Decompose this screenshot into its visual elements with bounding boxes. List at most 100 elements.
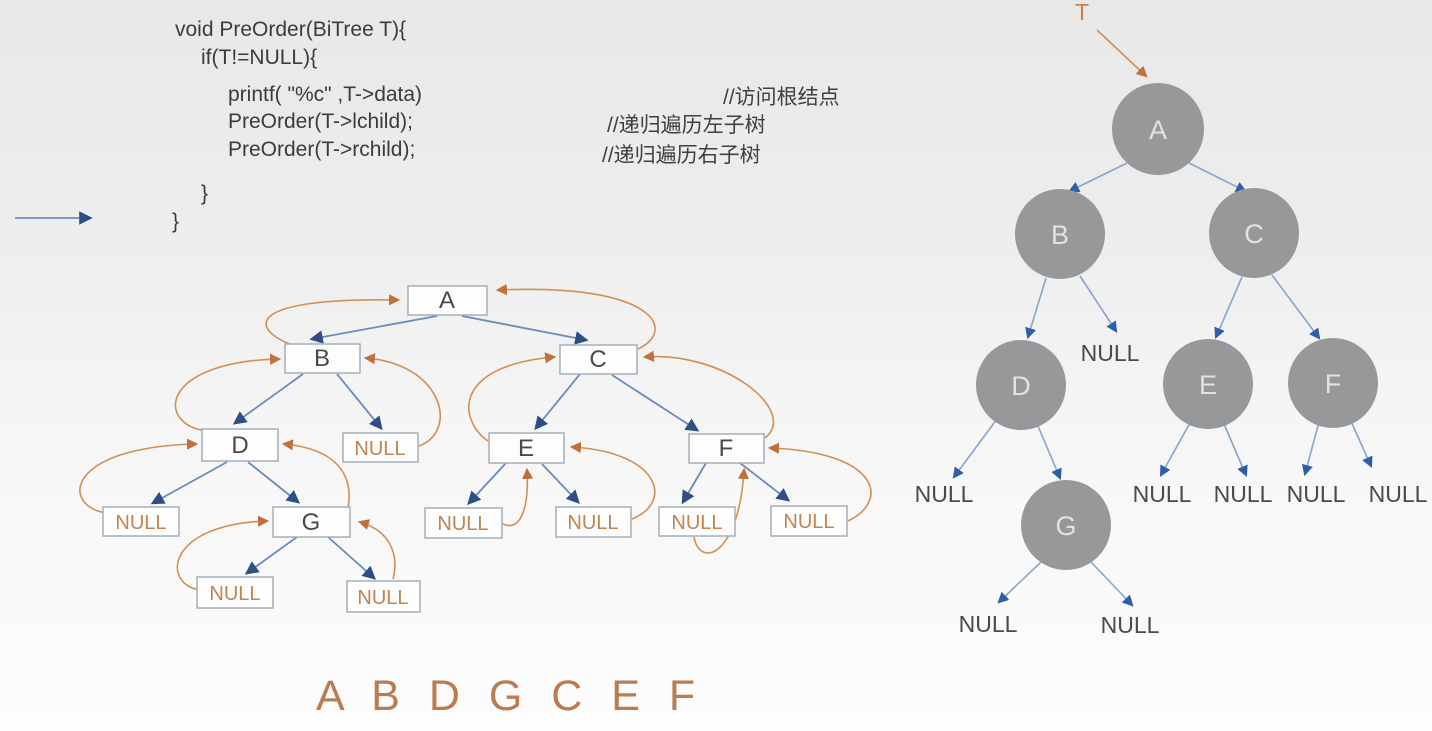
linked-tree-null-boxes: NULL NULL NULL NULL NULL	[102, 432, 848, 613]
node-label: C	[1244, 219, 1264, 249]
curve-return-to-C-left	[468, 352, 557, 442]
node-box	[688, 433, 765, 464]
curve-return-to-A-left	[265, 294, 401, 346]
circle-node-B: B	[1015, 189, 1105, 279]
null-label-B-right: NULL	[1081, 340, 1140, 366]
linked-tree-edges	[150, 315, 791, 580]
edge-E-null-right	[1223, 423, 1248, 478]
null-box-G-left: NULL	[196, 576, 274, 609]
null-label-E-right: NULL	[1214, 481, 1273, 507]
edge-A-C	[461, 315, 589, 345]
null-label: NULL	[209, 583, 260, 605]
node-box	[196, 576, 274, 609]
null-label: NULL	[357, 587, 408, 609]
linked-node-B: B	[284, 343, 361, 374]
curve-return-to-E-right	[569, 441, 656, 520]
edge-C-E	[534, 373, 581, 431]
linked-node-G: G	[272, 506, 351, 538]
null-label-F-right: NULL	[1369, 481, 1428, 507]
node-label: B	[1051, 220, 1069, 250]
curve-return-to-G-right	[357, 519, 396, 580]
node-label: D	[1011, 371, 1031, 401]
null-label: NULL	[115, 512, 166, 534]
code-line-5: PreOrder(T->rchild);	[228, 138, 416, 161]
node-box	[102, 506, 180, 537]
edge-C-F	[1271, 274, 1321, 340]
edge-D-G	[247, 461, 301, 504]
node-circle	[976, 340, 1066, 430]
code-line-6: }	[201, 182, 209, 205]
null-label: NULL	[354, 438, 405, 460]
curve-return-to-E-bottom	[502, 467, 534, 527]
edge-B-D	[232, 373, 304, 425]
node-box	[342, 432, 419, 463]
linked-node-A: A	[407, 285, 488, 316]
code-comment-left-subtree: //递归遍历左子树	[607, 114, 766, 137]
edge-D-null	[150, 461, 228, 505]
code-line-4: PreOrder(T->lchild);	[228, 110, 413, 133]
node-label: A	[439, 287, 455, 314]
node-box	[555, 506, 632, 538]
circle-node-A: A	[1112, 83, 1204, 175]
node-circle	[1209, 188, 1299, 278]
edge-F-null-left	[681, 462, 707, 505]
edge-C-E	[1214, 276, 1243, 340]
linked-tree-diagram: A B C D E	[79, 284, 872, 613]
node-label: E	[1199, 370, 1217, 400]
null-label-F-left: NULL	[1287, 481, 1346, 507]
node-box	[658, 506, 736, 537]
node-circle	[1021, 480, 1111, 570]
curve-return-to-F-right	[767, 442, 872, 522]
linked-node-D: D	[201, 428, 279, 462]
linked-node-E: E	[488, 432, 565, 464]
edge-D-null	[952, 418, 998, 479]
edge-G-null-left	[244, 536, 298, 575]
null-label-G-right: NULL	[1101, 612, 1160, 638]
null-box-E-left: NULL	[424, 507, 503, 539]
curve-return-to-B-right	[363, 353, 441, 447]
pointer-tree-diagram: T A	[915, 0, 1428, 638]
node-label: F	[719, 435, 734, 462]
node-circle	[1112, 83, 1204, 175]
code-comment-visit-root: //访问根结点	[723, 86, 840, 109]
node-box	[424, 507, 503, 539]
null-box-G-right: NULL	[346, 580, 421, 613]
node-label: D	[231, 432, 248, 459]
node-box	[770, 505, 848, 537]
edge-F-null-left	[1301, 421, 1320, 477]
null-label-G-left: NULL	[959, 611, 1018, 637]
node-circle	[1015, 189, 1105, 279]
null-label: NULL	[437, 513, 488, 535]
curve-return-to-D-right	[281, 439, 350, 509]
edge-D-G	[1037, 425, 1062, 481]
curve-return-to-F-bottom	[693, 467, 750, 554]
null-label: NULL	[567, 512, 618, 534]
null-box-F-right: NULL	[770, 505, 848, 537]
node-circle	[1288, 338, 1378, 428]
edge-B-null	[1079, 275, 1118, 333]
pointer-tree-null-labels: NULL NULL NULL NULL NULL NULL NULL NULL	[915, 340, 1428, 638]
circle-node-C: C	[1209, 188, 1299, 278]
edge-G-null-right	[1090, 561, 1134, 607]
edge-A-B	[1067, 162, 1128, 193]
pointer-tree-nodes: A B C D E	[976, 83, 1378, 570]
curve-return-to-G-left	[176, 515, 270, 591]
node-box	[488, 432, 565, 464]
node-label: B	[314, 345, 330, 372]
pointer-tree-edges	[952, 162, 1373, 607]
null-box-D-left: NULL	[102, 506, 180, 537]
node-box	[272, 506, 351, 538]
linked-tree-nodes: A B C D E	[201, 285, 765, 538]
null-box-B-right: NULL	[342, 432, 419, 463]
curve-return-to-C-right	[642, 350, 774, 439]
node-box	[201, 428, 279, 462]
edge-G-null-right	[327, 536, 377, 580]
curve-return-to-B-left	[174, 353, 282, 432]
edge-B-D	[1025, 277, 1047, 340]
code-comment-right-subtree: //递归遍历右子树	[602, 144, 761, 167]
circle-node-G: G	[1021, 480, 1111, 570]
code-line-1: void PreOrder(BiTree T){	[175, 18, 407, 41]
node-circle	[1163, 339, 1253, 429]
node-label: C	[589, 346, 606, 373]
